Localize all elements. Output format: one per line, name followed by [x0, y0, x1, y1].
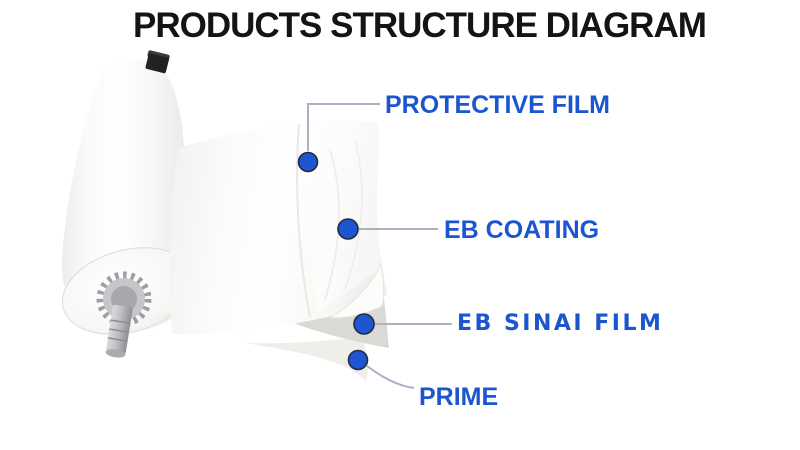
callout-label-protective-film: PROTECTIVE FILM — [385, 91, 610, 119]
prime-layer — [245, 337, 368, 381]
callout-dot-eb-coating — [337, 218, 359, 240]
callout-dot-protective-film — [297, 151, 319, 173]
callout-dot-prime — [347, 349, 369, 371]
sheet-gloss — [304, 119, 382, 312]
roll-top-cap — [145, 50, 170, 74]
callout-dot-eb-sinai-film — [353, 313, 375, 335]
callout-line-prime — [366, 365, 415, 389]
protective-film-sheet — [169, 120, 387, 335]
sheet-wrinkle-2 — [344, 139, 363, 291]
callout-label-eb-sinai-film: EB SINAI FILM — [457, 311, 664, 336]
roll-spindle — [96, 271, 152, 358]
callout-line-protective-film — [307, 103, 380, 151]
page-title: PRODUCTS STRUCTURE DIAGRAM — [133, 6, 707, 45]
sheet-crease — [296, 123, 311, 318]
callout-label-eb-coating: EB COATING — [444, 216, 600, 244]
callout-label-prime: PRIME — [419, 383, 499, 411]
